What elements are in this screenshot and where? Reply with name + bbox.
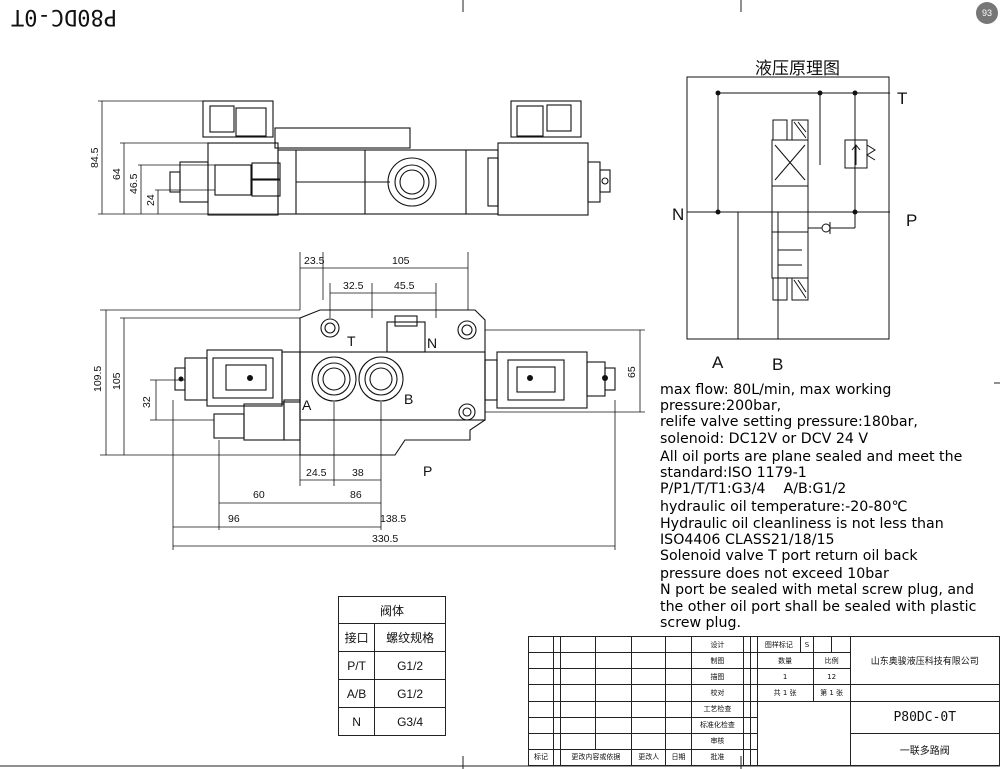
title-block-ratio-label: 比例 bbox=[812, 652, 851, 670]
dim-24: 24 bbox=[145, 194, 157, 206]
port-label-n: N bbox=[427, 335, 437, 351]
spec-line: P/P1/T/T1:G3/4 A/B:G1/2 bbox=[660, 481, 847, 498]
title-block-role: 标准化检查 bbox=[690, 716, 745, 734]
spec-line: pressure does not exceed 10bar bbox=[660, 566, 889, 583]
title-block: 设计 图样标记 S 山东奥骏液压科技有限公司 制图 数量 比例 描图 1 12 … bbox=[527, 635, 1000, 767]
port-table-cell: A/B bbox=[337, 679, 376, 708]
top-view-dimensions bbox=[98, 100, 278, 215]
title-block-bottom: 标记 bbox=[527, 748, 555, 767]
title-block-qty-value: 1 bbox=[756, 668, 814, 686]
title-block-ratio-value: 12 bbox=[812, 668, 851, 686]
schematic-port-p: P bbox=[906, 211, 917, 230]
port-label-a: A bbox=[302, 397, 312, 413]
title-block-role: 工艺检查 bbox=[690, 700, 745, 718]
schematic-port-t: T bbox=[897, 89, 907, 108]
specifications: max flow: 80L/min, max working pressure:… bbox=[660, 382, 990, 631]
title-block-role: 批准 bbox=[690, 748, 745, 767]
port-table-cell: P/T bbox=[337, 651, 376, 680]
drawing-number: P80DC-0T bbox=[849, 700, 1000, 734]
spec-line: N port be sealed with metal screw plug, … bbox=[660, 582, 975, 599]
port-table-cell: G1/2 bbox=[374, 679, 446, 708]
drawing-code-corner: P80DC-0T bbox=[0, 0, 128, 33]
dim-65: 65 bbox=[626, 366, 638, 378]
spec-line: Hydraulic oil cleanliness is not less th… bbox=[660, 515, 944, 532]
spec-line: solenoid: DC12V or DCV 24 V bbox=[660, 430, 869, 447]
front-view bbox=[174, 309, 616, 456]
title-block-s: S bbox=[800, 635, 814, 654]
dim-32: 32 bbox=[141, 396, 153, 408]
front-view-dimensions bbox=[100, 252, 645, 550]
spec-line: pressure:200bar, bbox=[660, 398, 782, 415]
front-view-dots bbox=[178, 375, 608, 382]
schematic-port-n: N bbox=[672, 205, 684, 224]
dim-96: 96 bbox=[228, 513, 240, 525]
title-block-sheets: 共 1 张 bbox=[756, 684, 814, 702]
title-block-bottom: 日期 bbox=[665, 748, 692, 767]
title-block-role: 校对 bbox=[690, 684, 745, 702]
port-table-header: 接口 bbox=[337, 623, 376, 652]
dim-86: 86 bbox=[350, 489, 362, 501]
dim-38: 38 bbox=[352, 467, 364, 479]
spec-line: ISO4406 CLASS21/18/15 bbox=[660, 531, 835, 548]
title-block-mark-label: 图样标记 bbox=[756, 635, 802, 654]
title-block-role: 审核 bbox=[690, 732, 745, 750]
port-table-header: 螺纹规格 bbox=[374, 623, 446, 652]
dim-84-5: 84.5 bbox=[89, 147, 101, 168]
port-thread-table: 阀体 接口 螺纹规格 P/T G1/2 A/B G1/2 N G3/4 bbox=[337, 596, 446, 736]
dim-46-5: 46.5 bbox=[128, 173, 140, 194]
dim-105-left: 105 bbox=[111, 372, 123, 390]
port-label-p: P bbox=[423, 463, 432, 479]
spec-line: screw plug. bbox=[660, 614, 742, 631]
schematic-title: 液压原理图 bbox=[755, 59, 840, 79]
dim-64: 64 bbox=[111, 168, 123, 180]
title-block-role: 描图 bbox=[690, 668, 745, 686]
title-block-role: 制图 bbox=[690, 652, 745, 670]
dim-32-5: 32.5 bbox=[343, 280, 364, 292]
dim-60: 60 bbox=[253, 489, 265, 501]
top-view bbox=[169, 100, 611, 216]
company-name: 山东奥骏液压科技有限公司 bbox=[849, 635, 1000, 686]
port-table-cell: N bbox=[337, 707, 376, 736]
part-name: 一联多路阀 bbox=[849, 732, 1000, 767]
spec-line: standard:ISO 1179-1 bbox=[660, 465, 807, 482]
title-block-sheet: 第 1 张 bbox=[812, 684, 851, 702]
port-table-title: 阀体 bbox=[338, 596, 446, 624]
port-table-cell: G1/2 bbox=[374, 651, 446, 680]
title-block-qty-label: 数量 bbox=[756, 652, 814, 670]
spec-line: the other oil port shall be sealed with … bbox=[660, 598, 977, 615]
port-label-b: B bbox=[404, 391, 413, 407]
dim-105-top: 105 bbox=[392, 255, 410, 267]
spec-line: relife valve setting pressure:180bar, bbox=[660, 414, 918, 431]
schematic-dots bbox=[715, 90, 858, 215]
spec-line: Solenoid valve T port return oil back bbox=[660, 548, 918, 565]
hydraulic-schematic bbox=[686, 76, 890, 340]
dim-45-5: 45.5 bbox=[394, 280, 415, 292]
dim-24-5: 24.5 bbox=[306, 467, 327, 479]
dim-109-5: 109.5 bbox=[92, 366, 104, 392]
dim-23-5: 23.5 bbox=[304, 255, 325, 267]
title-block-role: 设计 bbox=[690, 635, 745, 654]
title-block-bottom: 更改内容或依据 bbox=[559, 748, 633, 767]
schematic-port-a: A bbox=[712, 353, 724, 372]
spec-line: All oil ports are plane sealed and meet … bbox=[660, 448, 963, 465]
port-label-t: T bbox=[347, 333, 356, 349]
port-table-cell: G3/4 bbox=[374, 707, 446, 736]
corner-badge: 93 bbox=[976, 2, 998, 24]
dim-138-5: 138.5 bbox=[380, 513, 406, 525]
title-block-bottom: 更改人 bbox=[631, 748, 667, 767]
spec-line: max flow: 80L/min, max working bbox=[660, 382, 892, 398]
schematic-port-b: B bbox=[772, 355, 783, 374]
spec-line: hydraulic oil temperature:-20-80℃ bbox=[660, 499, 908, 516]
dim-330-5: 330.5 bbox=[372, 533, 398, 545]
